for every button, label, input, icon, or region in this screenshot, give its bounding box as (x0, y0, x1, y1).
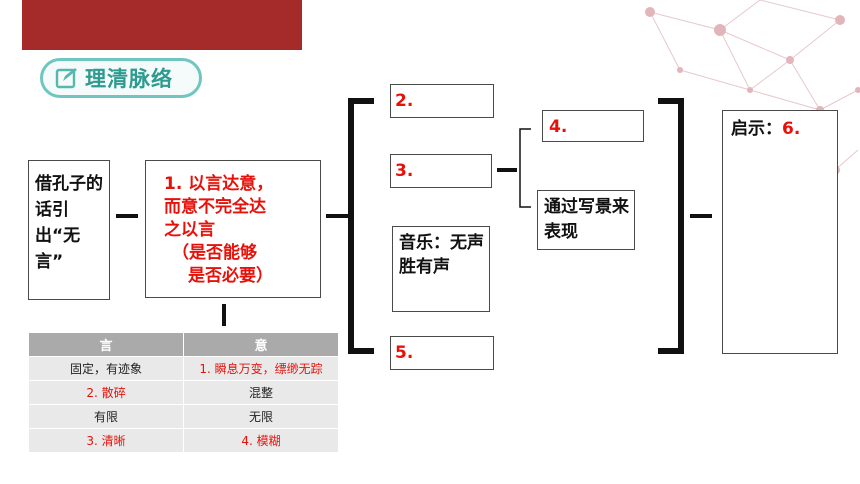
sub-scenery-text: 通过写景来表现 (544, 197, 629, 242)
revelation-number: 6. (782, 119, 801, 139)
section-title: 理清脉络 (85, 67, 173, 91)
connector-origin-thesis (116, 214, 138, 218)
branch-item-3-label: 3. (395, 161, 414, 181)
table-cell: 4. 模糊 (183, 428, 339, 453)
right-bracket (658, 98, 684, 354)
thesis-box: 1. 以言达意， 而意不完全达 之以言 （是否能够 是否必要） (145, 160, 321, 298)
network-decoration (645, 0, 860, 175)
header-banner (22, 0, 302, 50)
sub-scenery: 通过写景来表现 (537, 190, 635, 250)
table-cell: 1. 瞬息万变，缥缈无踪 (183, 356, 339, 381)
sub-bracket (519, 128, 531, 208)
table-cell: 3. 清晰 (28, 428, 184, 453)
sub-item-4-label: 4. (549, 117, 568, 137)
branch-music: 音乐：无声胜有声 (392, 226, 490, 312)
thesis-line-5: 是否必要） (188, 266, 273, 286)
branch-item-5: 5. (390, 336, 494, 370)
table-header-yi: 意 (183, 332, 339, 357)
table-row: 3. 清晰 4. 模糊 (28, 428, 339, 453)
table-cell: 有限 (28, 404, 184, 429)
thesis-line-2: 而意不完全达 (164, 197, 266, 217)
section-title-pill: 理清脉络 (40, 58, 202, 98)
comparison-table: 言 意 固定，有迹象 1. 瞬息万变，缥缈无踪 2. 散碎 混整 有限 无限 3… (28, 332, 339, 453)
connector-thesis-table (222, 304, 226, 326)
table-cell: 2. 散碎 (28, 380, 184, 405)
thesis-line-4: （是否能够 (172, 243, 257, 263)
table-cell: 无限 (183, 404, 339, 429)
connector-3-sub (497, 168, 517, 172)
table-row: 2. 散碎 混整 (28, 380, 339, 405)
revelation-label: 启示： (731, 119, 782, 139)
branch-item-3: 3. (390, 154, 492, 188)
table-row: 有限 无限 (28, 404, 339, 429)
branch-item-2-label: 2. (395, 91, 414, 111)
left-bracket (348, 98, 374, 354)
branch-music-text: 音乐：无声胜有声 (399, 233, 484, 277)
connector-thesis-bracket (326, 214, 348, 218)
edit-icon (55, 68, 77, 89)
table-cell: 固定，有迹象 (28, 356, 184, 381)
table-header-row: 言 意 (28, 332, 339, 357)
connector-bracket-revelation (690, 214, 712, 218)
table-header-yan: 言 (28, 332, 184, 357)
sub-item-4: 4. (542, 110, 644, 142)
thesis-line-1: 1. 以言达意， (164, 174, 274, 194)
table-row: 固定，有迹象 1. 瞬息万变，缥缈无踪 (28, 356, 339, 381)
branch-item-5-label: 5. (395, 343, 414, 363)
branch-item-2: 2. (390, 84, 494, 118)
origin-box: 借孔子的话引出“无言” (28, 160, 110, 300)
revelation-box: 启示：6. (722, 110, 838, 354)
table-cell: 混整 (183, 380, 339, 405)
thesis-line-3: 之以言 (164, 220, 215, 240)
origin-text: 借孔子的话引出“无言” (35, 174, 103, 272)
